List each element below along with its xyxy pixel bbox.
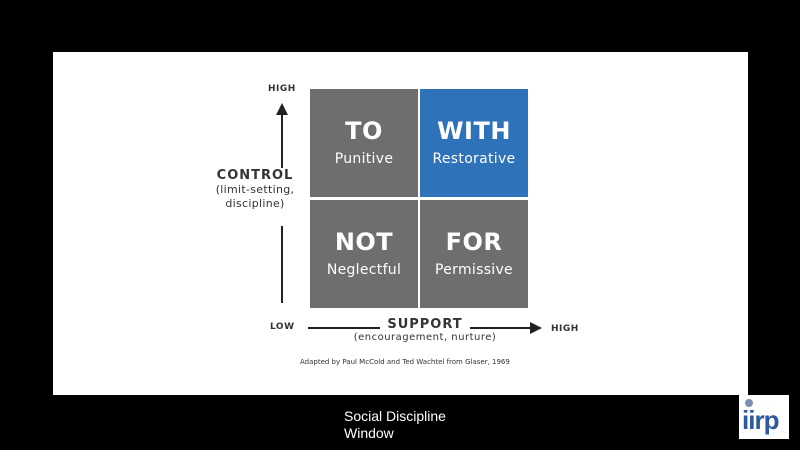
discipline-grid: TO Punitive WITH Restorative NOT Neglect… (310, 89, 530, 310)
x-axis-high-label: HIGH (551, 324, 579, 334)
logo-text: iirp (742, 405, 779, 435)
iirp-logo: iirp (739, 395, 789, 439)
quadrant-word: TO (345, 117, 383, 145)
quadrant-with: WITH Restorative (420, 89, 528, 197)
x-axis-label: SUPPORT (encouragement, nurture) (340, 317, 510, 344)
y-axis-arrow (276, 103, 288, 303)
y-axis-subtitle-2: discipline) (225, 197, 285, 210)
quadrant-for: FOR Permissive (420, 200, 528, 308)
quadrant-label: Punitive (334, 151, 394, 167)
quadrant-label: Permissive (435, 262, 513, 278)
x-axis-line-left (308, 327, 380, 329)
y-axis-subtitle-1: (limit-setting, (215, 183, 295, 196)
x-axis-line-right (470, 327, 530, 329)
slide-caption: Social Discipline Window (344, 408, 446, 442)
y-axis-label: CONTROL (limit-setting, discipline) (205, 168, 305, 211)
y-axis-high-label: HIGH (268, 84, 296, 94)
quadrant-label: Restorative (432, 151, 516, 167)
caption-line-1: Social Discipline (344, 408, 446, 424)
quadrant-label: Neglectful (326, 262, 402, 278)
arrow-up-icon (276, 103, 288, 115)
x-axis-subtitle: (encouragement, nurture) (353, 332, 497, 343)
quadrant-word: FOR (445, 228, 503, 256)
quadrant-to: TO Punitive (310, 89, 418, 197)
quadrant-word: WITH (437, 117, 511, 145)
y-axis-title: CONTROL (216, 168, 294, 183)
x-axis-low-label: LOW (270, 322, 295, 332)
quadrant-not: NOT Neglectful (310, 200, 418, 308)
quadrant-word: NOT (334, 228, 394, 256)
x-axis-title: SUPPORT (387, 317, 463, 332)
credit-text: Adapted by Paul McCold and Ted Wachtel f… (300, 358, 510, 366)
caption-line-2: Window (344, 425, 394, 441)
arrow-right-icon (530, 322, 542, 334)
